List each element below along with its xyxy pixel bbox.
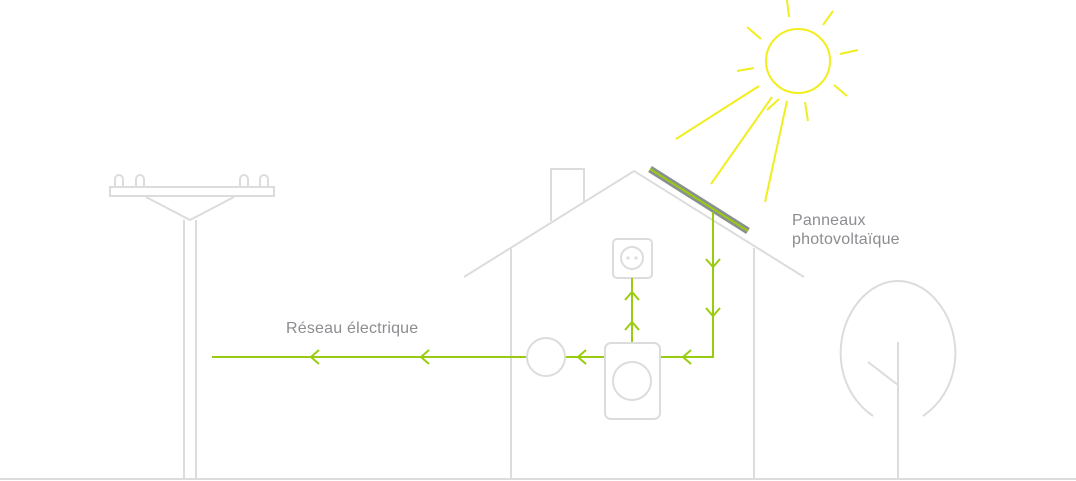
house-icon bbox=[463, 168, 805, 479]
arrow-down-icon bbox=[705, 307, 721, 318]
arrow-left-icon bbox=[419, 349, 430, 365]
arrow-down-icon bbox=[705, 258, 721, 269]
panel-to-inverter-flow bbox=[660, 212, 714, 358]
power-outlet-icon bbox=[612, 238, 653, 279]
solar-panels-label-line2: photovoltaïque bbox=[792, 231, 900, 248]
utility-pole-icon bbox=[109, 174, 275, 479]
arrow-up-icon bbox=[624, 290, 640, 301]
arrow-left-icon bbox=[576, 349, 587, 365]
flow-arrows bbox=[309, 258, 721, 365]
arrow-left-icon bbox=[681, 349, 692, 365]
solar-panels-label-line1: Panneaux bbox=[792, 212, 866, 229]
solar-panel-icon bbox=[648, 166, 750, 234]
electric-meter-icon bbox=[526, 337, 566, 377]
solar-panels-label: Panneaux photovoltaïque bbox=[792, 211, 900, 249]
arrow-up-icon bbox=[624, 320, 640, 331]
tree-icon bbox=[839, 279, 957, 479]
inverter-icon bbox=[604, 342, 661, 420]
sun-icon bbox=[675, 0, 859, 203]
arrow-left-icon bbox=[309, 349, 320, 365]
energy-flow bbox=[212, 212, 714, 358]
grid-label: Réseau électrique bbox=[286, 320, 419, 337]
